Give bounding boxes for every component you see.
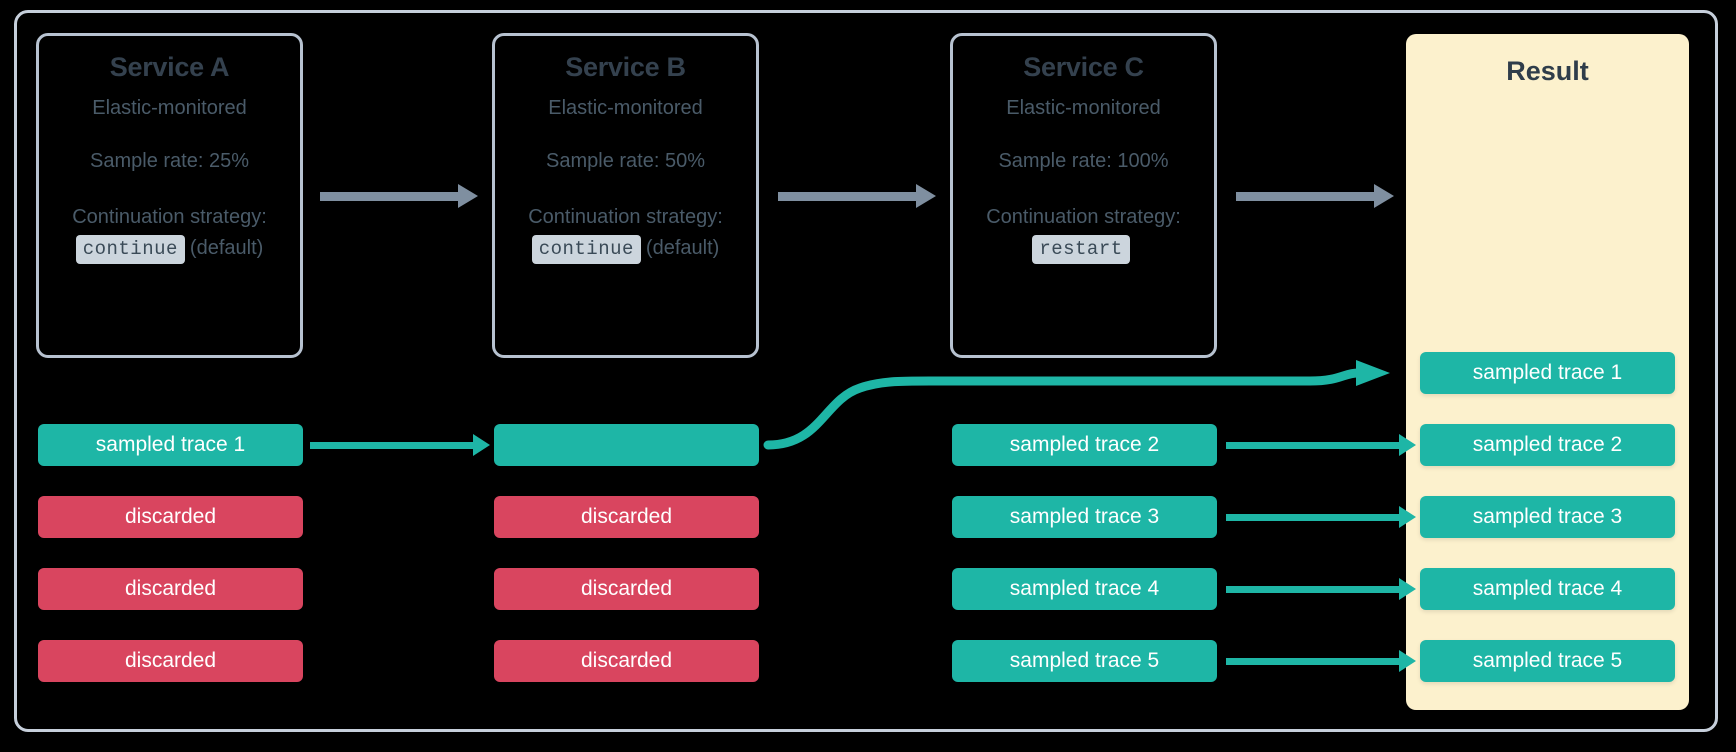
service-b-sample-rate: Sample rate: 50% bbox=[546, 150, 705, 172]
service-a-strategy-code: continue bbox=[75, 235, 185, 264]
trace-chip-c-1[interactable]: sampled trace 2 bbox=[952, 424, 1217, 466]
teal-arrow-a1-to-b1-head bbox=[473, 434, 490, 456]
diagram-outer-frame bbox=[14, 10, 1718, 732]
result-chip-1[interactable]: sampled trace 1 bbox=[1420, 352, 1675, 394]
trace-chip-a-1[interactable]: sampled trace 1 bbox=[38, 424, 303, 466]
teal-arrow-c3-to-result4-shaft bbox=[1226, 586, 1399, 593]
service-b-continuation-label: Continuation strategy: bbox=[528, 206, 723, 228]
flow-arrow-b-to-c bbox=[778, 184, 936, 208]
teal-arrow-c3-to-result4-head bbox=[1399, 578, 1416, 600]
teal-arrow-a1-to-b1-shaft bbox=[310, 442, 473, 449]
service-b-strategy-line: continue(default) bbox=[495, 234, 756, 264]
teal-arrow-c3-to-result4 bbox=[1226, 578, 1416, 600]
service-b-continuation: Continuation strategy: continue(default) bbox=[495, 203, 756, 264]
teal-arrow-c1-to-result2-shaft bbox=[1226, 442, 1399, 449]
service-c-title: Service C bbox=[1023, 52, 1144, 82]
service-a-strategy-line: continue(default) bbox=[39, 234, 300, 264]
result-chip-2[interactable]: sampled trace 2 bbox=[1420, 424, 1675, 466]
service-a-strategy-note: (default) bbox=[189, 237, 264, 259]
service-b-monitored: Elastic-monitored bbox=[548, 97, 703, 119]
service-a-continuation-label: Continuation strategy: bbox=[72, 206, 267, 228]
teal-arrow-a1-to-b1 bbox=[310, 434, 490, 456]
result-chip-5[interactable]: sampled trace 5 bbox=[1420, 640, 1675, 682]
flow-arrow-c-to-result-shaft bbox=[1236, 192, 1374, 201]
teal-arrow-c4-to-result5-head bbox=[1399, 650, 1416, 672]
trace-chip-c-2[interactable]: sampled trace 3 bbox=[952, 496, 1217, 538]
trace-chip-b-2[interactable]: discarded bbox=[494, 496, 759, 538]
teal-arrow-c2-to-result3-head bbox=[1399, 506, 1416, 528]
service-panel-c: Service C Elastic-monitored Sample rate:… bbox=[950, 33, 1217, 358]
result-chip-4[interactable]: sampled trace 4 bbox=[1420, 568, 1675, 610]
result-chip-3[interactable]: sampled trace 3 bbox=[1420, 496, 1675, 538]
teal-arrow-c4-to-result5 bbox=[1226, 650, 1416, 672]
teal-arrow-c1-to-result2 bbox=[1226, 434, 1416, 456]
teal-arrow-c2-to-result3 bbox=[1226, 506, 1416, 528]
trace-chip-b-4[interactable]: discarded bbox=[494, 640, 759, 682]
flow-arrow-c-to-result bbox=[1236, 184, 1394, 208]
flow-arrow-c-to-result-head bbox=[1374, 184, 1394, 208]
trace-chip-a-4[interactable]: discarded bbox=[38, 640, 303, 682]
service-b-strategy-note: (default) bbox=[645, 237, 720, 259]
service-panel-b: Service B Elastic-monitored Sample rate:… bbox=[492, 33, 759, 358]
trace-chip-a-2[interactable]: discarded bbox=[38, 496, 303, 538]
result-title: Result bbox=[1506, 56, 1589, 86]
flow-arrow-a-to-b-shaft bbox=[320, 192, 458, 201]
service-c-strategy-line: restart bbox=[953, 234, 1214, 264]
service-c-monitored: Elastic-monitored bbox=[1006, 97, 1161, 119]
service-a-sample-rate: Sample rate: 25% bbox=[90, 150, 249, 172]
teal-arrow-c1-to-result2-head bbox=[1399, 434, 1416, 456]
service-c-sample-rate: Sample rate: 100% bbox=[998, 150, 1169, 172]
service-c-continuation-label: Continuation strategy: bbox=[986, 206, 1181, 228]
trace-chip-a-3[interactable]: discarded bbox=[38, 568, 303, 610]
service-b-title: Service B bbox=[565, 52, 686, 82]
service-a-title: Service A bbox=[109, 52, 230, 82]
flow-arrow-b-to-c-shaft bbox=[778, 192, 916, 201]
teal-arrow-c2-to-result3-shaft bbox=[1226, 514, 1399, 521]
flow-arrow-a-to-b-head bbox=[458, 184, 478, 208]
service-c-strategy-code: restart bbox=[1032, 235, 1130, 264]
service-a-monitored: Elastic-monitored bbox=[92, 97, 247, 119]
service-c-continuation: Continuation strategy: restart bbox=[953, 203, 1214, 264]
service-b-strategy-code: continue bbox=[531, 235, 641, 264]
trace-chip-c-4[interactable]: sampled trace 5 bbox=[952, 640, 1217, 682]
teal-arrow-c4-to-result5-shaft bbox=[1226, 658, 1399, 665]
trace-chip-b-1[interactable] bbox=[494, 424, 759, 466]
trace-chip-b-3[interactable]: discarded bbox=[494, 568, 759, 610]
flow-arrow-b-to-c-head bbox=[916, 184, 936, 208]
service-panel-a: Service A Elastic-monitored Sample rate:… bbox=[36, 33, 303, 358]
flow-arrow-a-to-b bbox=[320, 184, 478, 208]
trace-chip-c-3[interactable]: sampled trace 4 bbox=[952, 568, 1217, 610]
service-a-continuation: Continuation strategy: continue(default) bbox=[39, 203, 300, 264]
